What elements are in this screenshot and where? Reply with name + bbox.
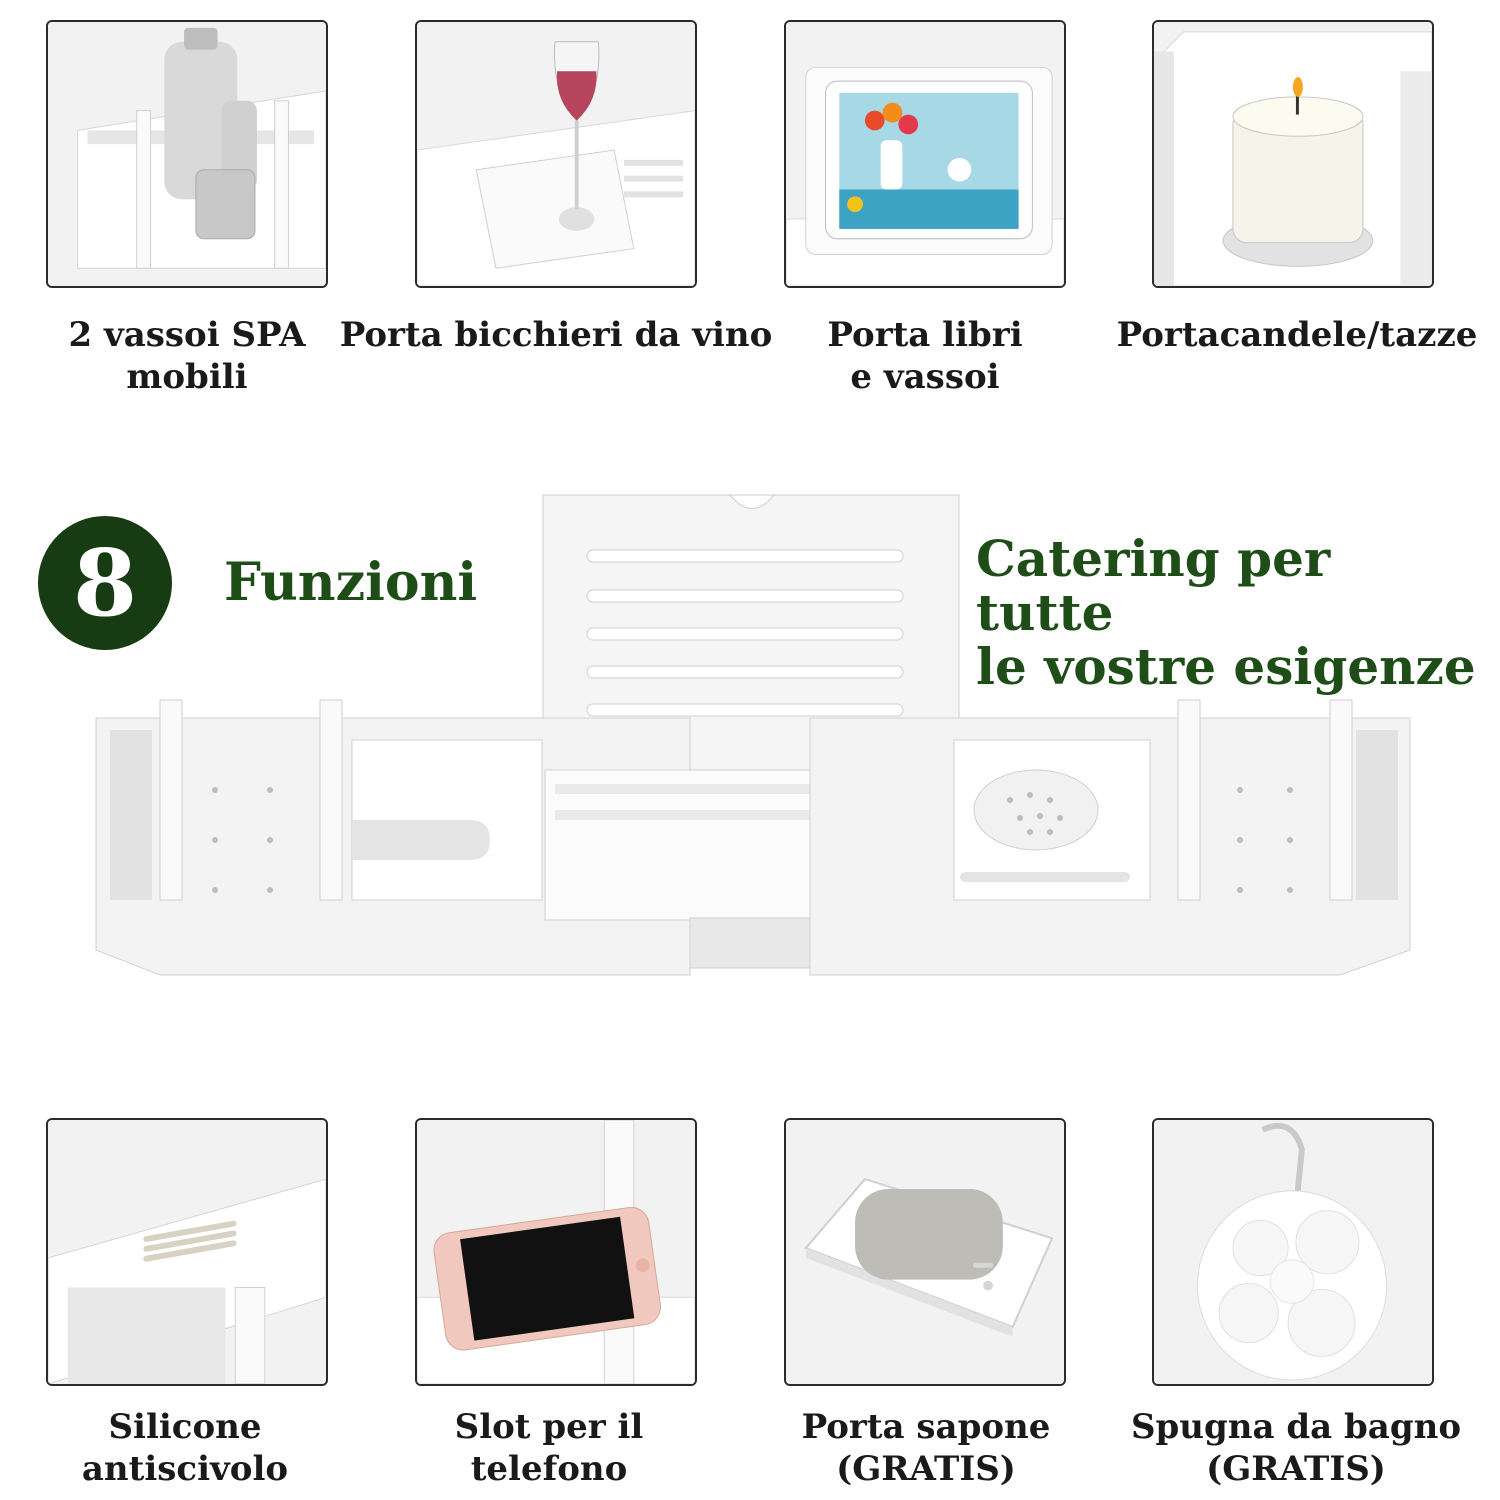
feature-tile-phone-slot xyxy=(415,1118,697,1386)
tablet-stand-icon xyxy=(786,22,1064,286)
caption-line: Silicone antiscivolo xyxy=(81,1407,289,1489)
function-count-badge: 8 xyxy=(38,516,172,650)
bath-tray-illustration xyxy=(40,490,1460,990)
feature-tile-silicone xyxy=(46,1118,328,1386)
silicone-strip-icon xyxy=(48,1120,326,1384)
caption-phone-slot: Slot per il telefono xyxy=(374,1406,724,1490)
tagline: Catering per tutte le vostre esigenze xyxy=(976,532,1476,694)
caption-line: mobili xyxy=(126,357,248,397)
feature-tile-soap-dish xyxy=(784,1118,1066,1386)
caption-line: (GRATIS) xyxy=(1206,1449,1386,1489)
caption-line: Spugna da bagno xyxy=(1130,1407,1462,1447)
caption-candle-holder: Portacandele/tazze xyxy=(1112,314,1482,356)
feature-tile-bath-sponge xyxy=(1152,1118,1434,1386)
spa-bottles-icon xyxy=(48,22,326,286)
feature-tile-wine-holder xyxy=(415,20,697,288)
caption-bath-sponge: Spugna da bagno (GRATIS) xyxy=(1124,1406,1468,1490)
functions-label: Funzioni xyxy=(224,552,478,613)
bath-caddy-icon xyxy=(95,494,1411,976)
caption-line: Porta libri xyxy=(827,315,1023,355)
caption-line: e vassoi xyxy=(850,357,1000,397)
tagline-line: Catering per tutte xyxy=(976,529,1331,642)
soap-dish-icon xyxy=(786,1120,1064,1384)
caption-silicone: Silicone antiscivolo xyxy=(0,1406,370,1490)
caption-line: (GRATIS) xyxy=(836,1449,1016,1489)
caption-spa-trays: 2 vassoi SPA mobili xyxy=(46,314,328,398)
caption-soap-dish: Porta sapone (GRATIS) xyxy=(774,1406,1078,1490)
caption-line: Porta bicchieri da vino xyxy=(339,315,773,355)
candle-icon xyxy=(1154,22,1432,286)
caption-line: Portacandele/tazze xyxy=(1116,315,1478,355)
caption-wine-holder: Porta bicchieri da vino xyxy=(336,314,776,356)
bath-sponge-icon xyxy=(1154,1120,1432,1384)
feature-tile-book-holder xyxy=(784,20,1066,288)
feature-tile-spa-trays xyxy=(46,20,328,288)
wine-glass-icon xyxy=(417,22,695,286)
caption-line: 2 vassoi SPA xyxy=(68,315,306,355)
phone-slot-icon xyxy=(417,1120,695,1384)
caption-book-holder: Porta libri e vassoi xyxy=(784,314,1066,398)
caption-line: Porta sapone xyxy=(801,1407,1051,1447)
feature-tile-candle-holder xyxy=(1152,20,1434,288)
tagline-line: le vostre esigenze xyxy=(976,637,1476,696)
caption-line: Slot per il telefono xyxy=(454,1407,644,1489)
